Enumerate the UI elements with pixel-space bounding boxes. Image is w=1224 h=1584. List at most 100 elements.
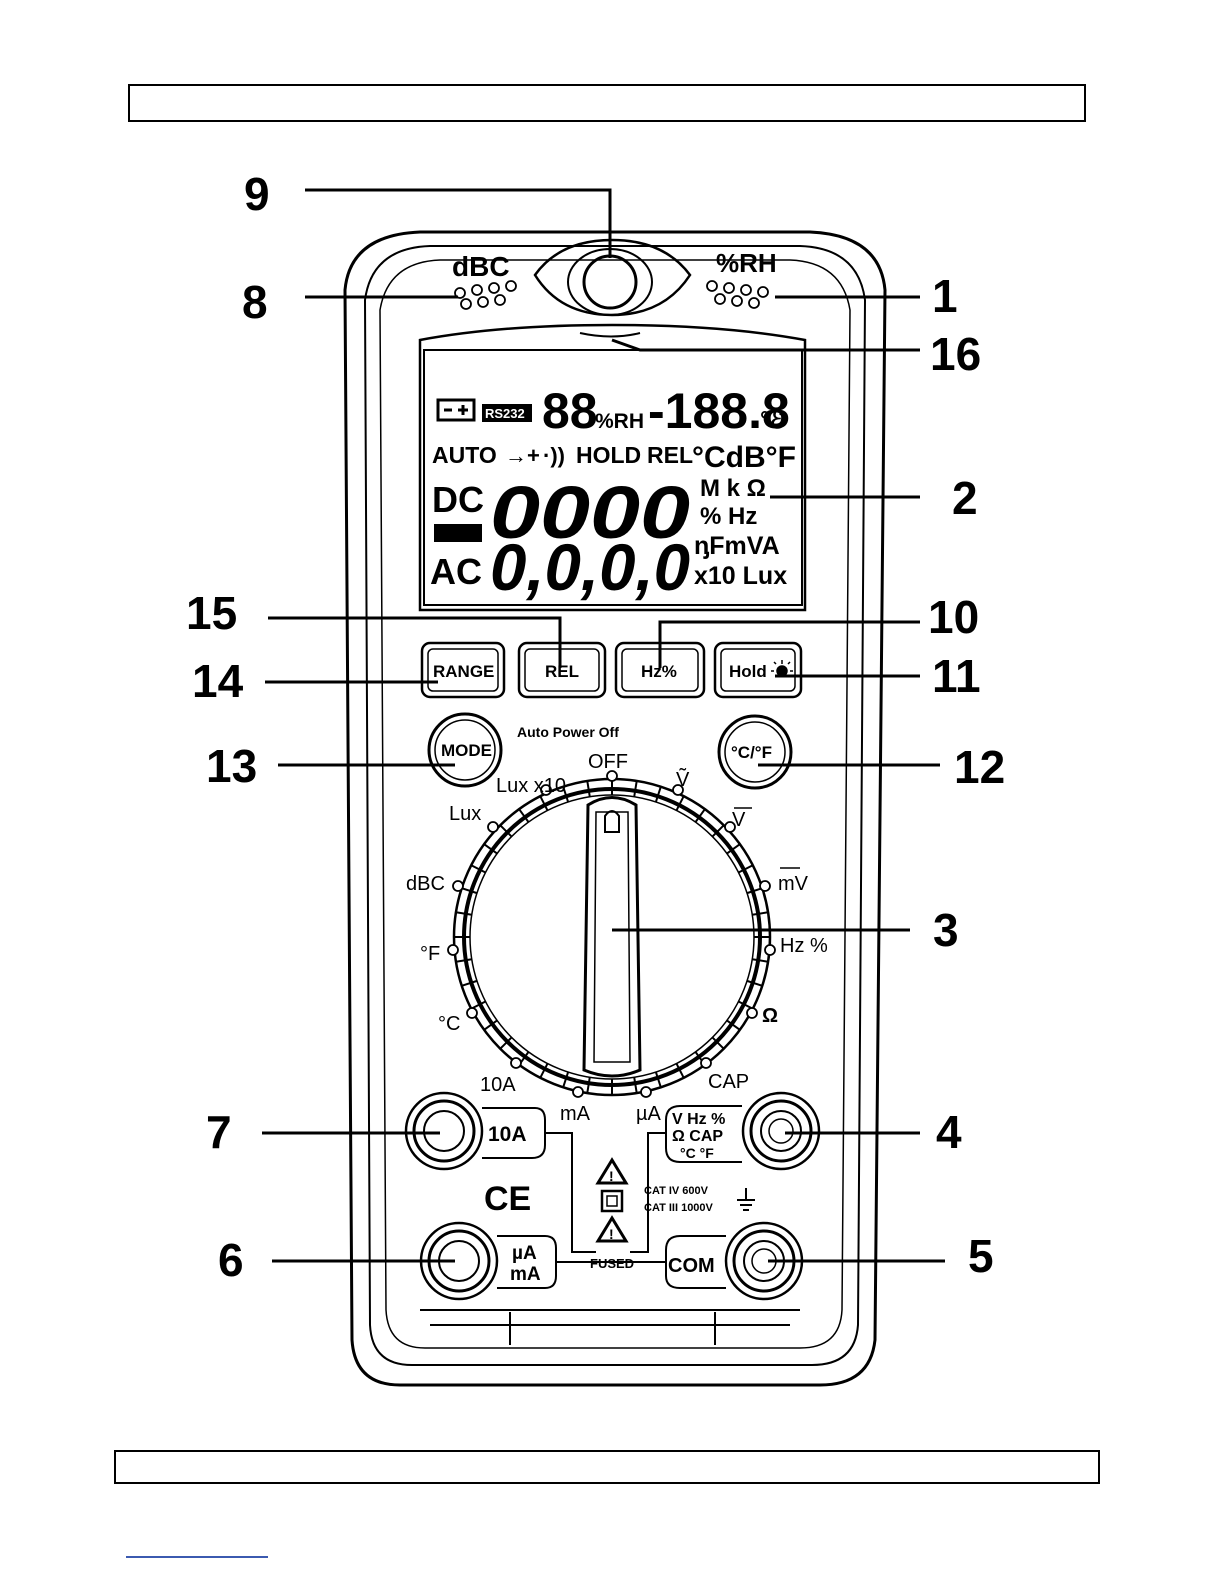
lcd-temp-db-units: °CdB°F bbox=[692, 441, 796, 474]
dial-position-dots bbox=[447, 770, 776, 1098]
jack-10a[interactable] bbox=[404, 1091, 484, 1171]
lcd-small-digits: 88 bbox=[542, 383, 598, 439]
callout-13: 13 bbox=[206, 740, 257, 792]
jack-vhz-label-2: Ω CAP bbox=[672, 1128, 723, 1145]
dial-tick bbox=[746, 979, 763, 987]
lcd-diode-icon: →+ bbox=[505, 443, 540, 468]
auto-power-off-label: Auto Power Off bbox=[517, 724, 619, 740]
dial-tick bbox=[752, 958, 769, 963]
header-box bbox=[128, 84, 1086, 122]
callout-8: 8 bbox=[242, 276, 268, 328]
lcd-unit-row-4: x10 Lux bbox=[694, 562, 787, 590]
dial-dbc-label: dBC bbox=[406, 873, 445, 895]
callout-9: 9 bbox=[244, 168, 270, 220]
jack-v-ohm[interactable] bbox=[741, 1091, 821, 1171]
lcd-ac: AC bbox=[430, 551, 482, 592]
dial-lux-x10-label: Lux x10 bbox=[496, 775, 566, 797]
jack-10a-label: 10A bbox=[488, 1123, 527, 1146]
dial-tick bbox=[586, 780, 591, 797]
callout-7: 7 bbox=[206, 1106, 232, 1158]
callout-14: 14 bbox=[192, 655, 244, 707]
dial-c-label: °C bbox=[438, 1013, 460, 1035]
meter-inner-body bbox=[363, 245, 867, 1366]
meter-inner-body-2 bbox=[379, 259, 851, 1349]
mode-button[interactable]: MODE bbox=[427, 712, 503, 788]
humidity-holes bbox=[706, 280, 769, 309]
hold-backlight-button[interactable]: Hold bbox=[713, 641, 803, 699]
callout-5: 5 bbox=[968, 1230, 994, 1282]
dial-mv-label: mV bbox=[778, 873, 809, 895]
dial-tick bbox=[746, 887, 763, 895]
dial-tick bbox=[633, 1077, 638, 1094]
dial-tick bbox=[461, 979, 478, 987]
dial-tick bbox=[499, 824, 513, 838]
dial-tick bbox=[752, 911, 769, 916]
lcd-main-digits-bottom: 0,0,0,0 bbox=[490, 530, 690, 604]
dial-tick bbox=[711, 824, 725, 838]
dial-tick bbox=[654, 1071, 662, 1088]
callout-2: 2 bbox=[952, 472, 978, 524]
mode-button-label: MODE bbox=[441, 741, 492, 760]
lcd-beep-icon: ·)) bbox=[543, 443, 565, 468]
rs232-badge bbox=[482, 404, 532, 422]
dial-lux-label: Lux bbox=[449, 803, 481, 825]
footer-link-line[interactable] bbox=[126, 1556, 268, 1558]
warning-icon: ! ! bbox=[595, 1157, 629, 1243]
dial-tick bbox=[586, 1077, 591, 1094]
lcd-rel: REL bbox=[647, 442, 693, 468]
rotary-knob-handle[interactable] bbox=[582, 796, 642, 1078]
dial-off-label: OFF bbox=[588, 751, 628, 773]
dial-tick bbox=[694, 808, 706, 823]
lcd-main-digits-top: 0000 bbox=[490, 471, 690, 554]
svg-text:!: ! bbox=[609, 1168, 614, 1184]
jack-vhz-label-3: °C °F bbox=[680, 1145, 714, 1161]
range-button-label: RANGE bbox=[433, 662, 494, 681]
cf-button-label: °C/°F bbox=[731, 743, 772, 762]
callout-1: 1 bbox=[932, 270, 958, 322]
dial-cap-label: CAP bbox=[708, 1071, 749, 1093]
lcd-bezel bbox=[418, 323, 807, 612]
lcd-unit-row-2: % Hz bbox=[700, 503, 757, 530]
microphone-holes bbox=[454, 280, 517, 310]
rel-button[interactable]: REL bbox=[517, 641, 607, 699]
bottom-grip bbox=[420, 1309, 800, 1326]
celsius-fahrenheit-button[interactable]: °C/°F bbox=[717, 714, 793, 790]
jack-com-label: COM bbox=[668, 1255, 715, 1277]
dial-tick bbox=[539, 1063, 549, 1079]
dial-10a-label: 10A bbox=[480, 1074, 516, 1096]
lcd-unit-row-1: M k Ω bbox=[700, 475, 766, 502]
dial-tick bbox=[461, 887, 478, 895]
jack-ua-label: µA bbox=[512, 1243, 537, 1264]
dial-ohm-label: Ω bbox=[762, 1005, 778, 1027]
footer-box bbox=[114, 1450, 1100, 1484]
lcd-dc: DC bbox=[432, 479, 484, 520]
rel-button-label: REL bbox=[545, 662, 579, 681]
lcd-hold: HOLD bbox=[576, 442, 641, 468]
range-button[interactable]: RANGE bbox=[420, 641, 506, 699]
rotary-switch[interactable] bbox=[452, 777, 772, 1097]
callout-10: 10 bbox=[928, 591, 979, 643]
dial-tick bbox=[539, 795, 549, 811]
hold-button-label: Hold bbox=[729, 662, 767, 681]
dial-tick bbox=[654, 786, 662, 803]
lcd-screen bbox=[423, 349, 803, 606]
dial-tick bbox=[455, 958, 472, 963]
dial-vdc-label: V bbox=[732, 809, 746, 831]
rh-top-label: %RH bbox=[716, 248, 777, 278]
dial-tick bbox=[455, 911, 472, 916]
dial-tick bbox=[562, 1071, 570, 1088]
meter-outer-body bbox=[343, 230, 887, 1387]
callout-12: 12 bbox=[954, 741, 1005, 793]
battery-icon bbox=[436, 398, 476, 422]
backlight-icon bbox=[771, 660, 793, 677]
sensor-ring bbox=[567, 248, 653, 316]
dial-tick bbox=[675, 1063, 685, 1079]
dial-tick bbox=[726, 843, 741, 855]
dial-tick bbox=[633, 780, 638, 797]
dial-f-label: °F bbox=[420, 943, 440, 965]
dial-ua-label: µA bbox=[636, 1103, 662, 1125]
dbc-top-label: dBC bbox=[452, 251, 510, 282]
dial-vac-label: Ṽ bbox=[676, 767, 690, 791]
dial-tick bbox=[470, 864, 486, 874]
